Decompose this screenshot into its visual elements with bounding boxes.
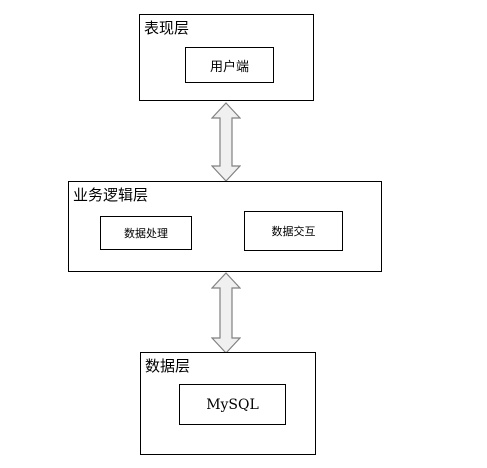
data-layer-title: 数据层	[145, 357, 191, 375]
user-client-label: 用户端	[209, 59, 249, 75]
user-client-node: 用户端	[185, 47, 274, 83]
mysql-label: MySQL	[206, 396, 259, 413]
data-interaction-node: 数据交互	[244, 211, 343, 251]
mysql-node: MySQL	[179, 384, 286, 425]
double-arrow-icon	[211, 102, 241, 182]
presentation-layer: 表现层 用户端	[139, 14, 314, 101]
data-layer: 数据层 MySQL	[140, 352, 316, 455]
double-arrow-icon	[211, 272, 241, 354]
data-interaction-label: 数据交互	[271, 225, 316, 238]
data-processing-node: 数据处理	[100, 216, 192, 250]
business-logic-layer: 业务逻辑层 数据处理 数据交互	[68, 181, 382, 272]
presentation-layer-title: 表现层	[144, 19, 190, 37]
business-logic-layer-title: 业务逻辑层	[73, 186, 149, 204]
data-processing-label: 数据处理	[124, 227, 168, 240]
